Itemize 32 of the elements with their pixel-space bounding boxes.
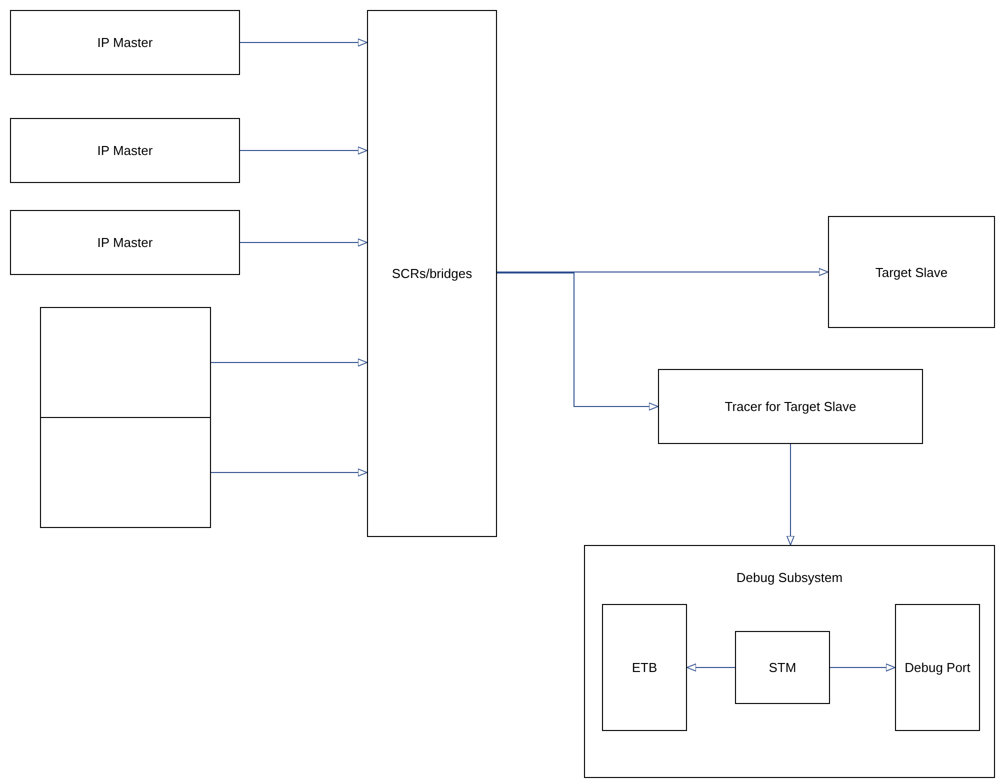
- block-label: IP Master: [96, 35, 154, 50]
- arrow: [496, 272, 658, 411]
- block-box: [658, 369, 923, 444]
- block-label: Debug Subsystem: [735, 570, 844, 585]
- block-box: [367, 10, 497, 537]
- block-label: Debug Port: [904, 660, 972, 675]
- block-box: [10, 118, 240, 183]
- block-label: ETB: [630, 660, 658, 675]
- arrow: [210, 358, 368, 367]
- block-box: [735, 631, 830, 704]
- subsystem-box: [584, 545, 995, 778]
- block-box: [40, 307, 211, 418]
- block-label: IP Master: [96, 235, 154, 250]
- block-box: [895, 604, 980, 731]
- arrow: [496, 268, 828, 276]
- block-label: SCRs/bridges: [390, 266, 474, 281]
- block-box: [10, 10, 240, 75]
- arrow: [830, 663, 896, 672]
- block-label: Target Slave: [874, 264, 949, 280]
- arrow: [786, 444, 795, 546]
- block-box: [40, 417, 211, 528]
- block-box: [602, 604, 687, 731]
- arrow: [240, 146, 368, 155]
- block-box: [10, 210, 240, 275]
- arrow: [686, 663, 736, 672]
- block-label: STM: [768, 660, 798, 675]
- arrow: [240, 238, 368, 247]
- arrow: [210, 468, 368, 477]
- block-label: IP Master: [96, 143, 154, 158]
- block-box: [828, 216, 995, 328]
- arrow: [240, 38, 368, 47]
- block-label: Tracer for Target Slave: [724, 399, 858, 414]
